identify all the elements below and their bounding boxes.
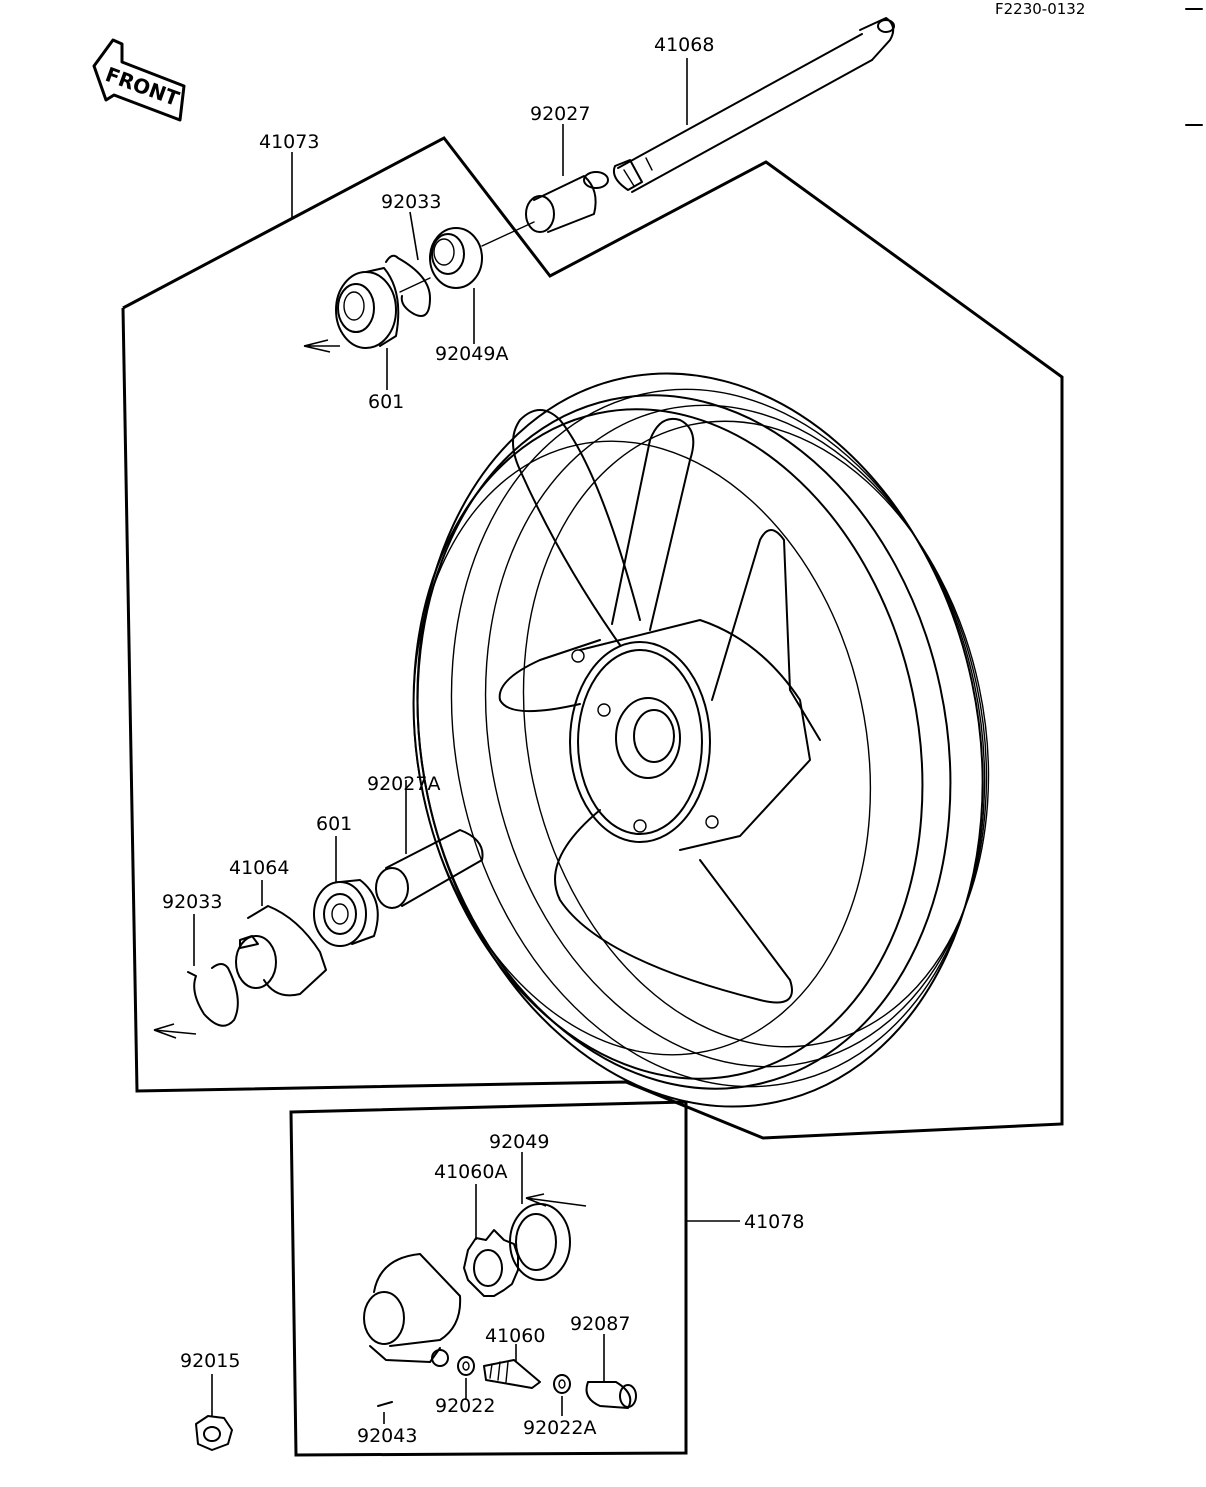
washer-a-part: [553, 1374, 571, 1394]
label-pin: 92043: [357, 1425, 417, 1447]
wheel-assembly-frame: [121, 136, 1064, 1140]
leader-lines: [193, 58, 740, 1424]
collar-part: [525, 171, 609, 233]
direction-arrow: [153, 1023, 197, 1039]
direction-arrow: [303, 339, 340, 353]
washer-part: [457, 1356, 475, 1376]
label-oil-seal-top: 92049A: [435, 343, 508, 365]
front-wheel-part: [412, 372, 990, 1108]
bearing-top-part: [335, 267, 400, 349]
label-axle: 41068: [654, 34, 714, 56]
label-meter-gear-assy: 41078: [744, 1211, 804, 1233]
label-collar-long: 92027A: [367, 773, 440, 795]
axis-line: [399, 277, 431, 293]
label-wheel-assy: 41073: [259, 131, 319, 153]
label-drive-gear: 41060A: [434, 1161, 507, 1183]
label-pinion: 41060: [485, 1325, 545, 1347]
label-coupling: 41064: [229, 857, 289, 879]
front-arrow-icon: FRONT: [92, 38, 186, 122]
bushing-part: [585, 1381, 637, 1409]
label-nut: 92015: [180, 1350, 240, 1372]
bearing-left-part: [313, 879, 379, 947]
axle-part: [612, 17, 895, 193]
circlip-left-part: [187, 963, 239, 1027]
label-circlip-left: 92033: [162, 891, 222, 913]
pin-part: [377, 1401, 393, 1407]
label-washer-a: 92022A: [523, 1417, 596, 1439]
label-bearing-left: 601: [316, 813, 352, 835]
label-circlip-top: 92033: [381, 191, 441, 213]
oil-seal-top-part: [429, 227, 483, 289]
axis-line: [481, 221, 535, 247]
meter-gear-frame: [289, 1100, 688, 1457]
label-collar: 92027: [530, 103, 590, 125]
circlip-top-part: [385, 254, 431, 317]
collar-long-part: [375, 829, 484, 909]
coupling-part: [235, 905, 327, 997]
nut-part: [195, 1415, 233, 1451]
diagram-code: F2230-0132: [995, 0, 1085, 18]
label-washer: 92022: [435, 1395, 495, 1417]
drive-gear-part: [463, 1229, 519, 1297]
direction-arrow: [525, 1193, 587, 1207]
pinion-part: [483, 1359, 541, 1389]
label-seal-gear: 92049: [489, 1131, 549, 1153]
gear-housing-part: [363, 1253, 462, 1367]
label-bearing-top: 601: [368, 391, 404, 413]
label-bushing: 92087: [570, 1313, 630, 1335]
